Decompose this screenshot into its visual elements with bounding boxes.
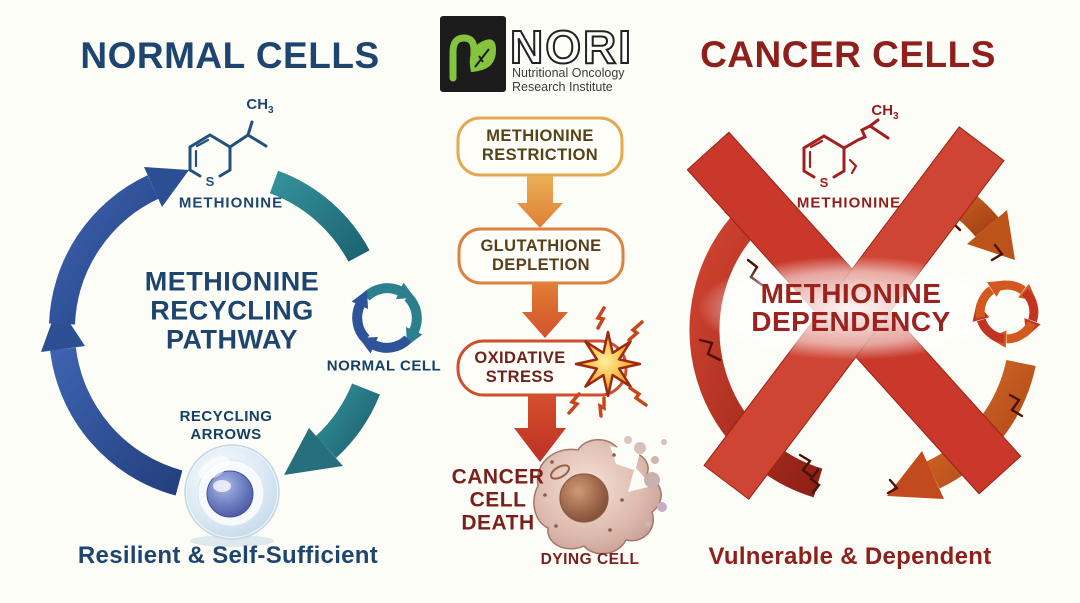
cycle-arc-right-bottom — [315, 383, 380, 459]
step-methionine-restriction-label: METHIONINE RESTRICTION — [482, 127, 598, 165]
step-box-methionine-restriction — [456, 116, 624, 177]
pathway-line1: METHIONINE — [144, 266, 320, 297]
flow-arrow-1-icon — [517, 176, 563, 228]
sulfur-atom-right: S — [820, 175, 829, 190]
normal-cell-recycle-icon — [352, 283, 423, 354]
dependency-line1: METHIONINE — [760, 278, 942, 309]
dying-cell-label: DYING CELL — [540, 551, 640, 568]
cancer-cell-death-label: CANCER CELL DEATH — [452, 466, 545, 535]
outcome-line2: CELL — [469, 488, 527, 512]
cell-fragments-icon — [624, 436, 667, 527]
logo-leaf-stem-icon — [449, 34, 478, 82]
left-tagline: Resilient & Self-Sufficient — [77, 542, 379, 569]
normal-cell-label: NORMAL CELL — [326, 357, 442, 375]
dying-nucleus-icon — [559, 473, 609, 523]
right-tagline: Vulnerable & Dependent — [708, 543, 992, 570]
methyl-sub-right: 3 — [893, 111, 899, 122]
flow-arrow-2-icon — [522, 284, 568, 338]
step-box-glutathione-depletion — [457, 227, 625, 285]
methyl-group-right: CH3 — [871, 102, 898, 122]
dependency-line2: DEPENDENCY — [751, 306, 951, 337]
org-name-line2: Research Institute — [512, 79, 613, 94]
org-name: Nutritional Oncology Research Institute — [512, 66, 625, 94]
methionine-label-left: METHIONINE — [178, 194, 284, 212]
step3-line2: STRESS — [485, 368, 555, 386]
recycling-pathway-heading: METHIONINE RECYCLING PATHWAY — [144, 266, 320, 355]
cell-speckles-icon — [543, 453, 624, 532]
sulfur-atom-left: S — [206, 174, 215, 189]
cracked-arrowhead-bottom-left-icon — [887, 451, 944, 499]
cycle-arrowhead-into-cell-icon — [284, 428, 343, 475]
org-name-line1: Nutritional Oncology — [512, 66, 625, 80]
step-oxidative-stress-label: OXIDATIVE STRESS — [474, 349, 565, 387]
methyl-base-left: CH — [246, 96, 269, 113]
methionine-molecule-right — [802, 118, 890, 179]
step2-line1: GLUTATHIONE — [480, 237, 602, 255]
cell-tear-icon — [610, 446, 652, 492]
methyl-sub-left: 3 — [268, 105, 274, 116]
cycle-arc-top-right — [269, 170, 370, 262]
normal-cell-illustration — [184, 444, 280, 547]
outcome-line3: DEATH — [461, 511, 535, 535]
step3-line1: OXIDATIVE — [474, 349, 566, 367]
cracked-arc-left — [689, 217, 823, 498]
recycling-arrows-line2: ARROWS — [190, 426, 262, 443]
oxidative-stress-burst-icon — [567, 306, 648, 418]
normal-recycling-cycle — [41, 167, 380, 496]
step1-line2: RESTRICTION — [481, 146, 599, 164]
step-glutathione-depletion-label: GLUTATHIONE DEPLETION — [480, 237, 601, 275]
outcome-line1: CANCER — [451, 465, 545, 489]
text-glow — [697, 256, 1007, 360]
methyl-base-right: CH — [871, 102, 894, 119]
right-panel-title: CANCER CELLS — [700, 34, 996, 75]
flow-arrow-3-icon — [514, 396, 566, 462]
cycle-arrowhead-left-up-icon — [41, 305, 85, 352]
step1-line1: METHIONINE — [486, 127, 594, 145]
recycling-arrows-line1: RECYCLING — [179, 408, 273, 425]
pathway-line2: RECYCLING — [150, 295, 314, 326]
recycling-arrows-label: RECYCLING ARROWS — [180, 408, 273, 444]
step2-line2: DEPLETION — [491, 256, 591, 274]
methionine-molecule-left — [188, 120, 268, 178]
pathway-line3: PATHWAY — [165, 324, 299, 355]
cycle-arrowhead-top-icon — [144, 167, 189, 207]
dying-cell-illustration — [533, 436, 667, 555]
cycle-arc-bottom-left — [50, 347, 183, 496]
lightning-bolts-icon — [567, 306, 648, 418]
cracked-arrowhead-right-down-icon — [967, 210, 1015, 260]
cycle-arc-left-top — [49, 175, 159, 325]
methionine-dependency-heading: METHIONINE DEPENDENCY — [751, 280, 950, 336]
logo-acronym: NORI — [510, 21, 633, 73]
nori-logo: NORI — [440, 16, 633, 92]
methionine-label-right: METHIONINE — [796, 194, 902, 212]
left-panel-title: NORMAL CELLS — [80, 35, 380, 76]
methyl-group-left: CH3 — [246, 96, 273, 116]
